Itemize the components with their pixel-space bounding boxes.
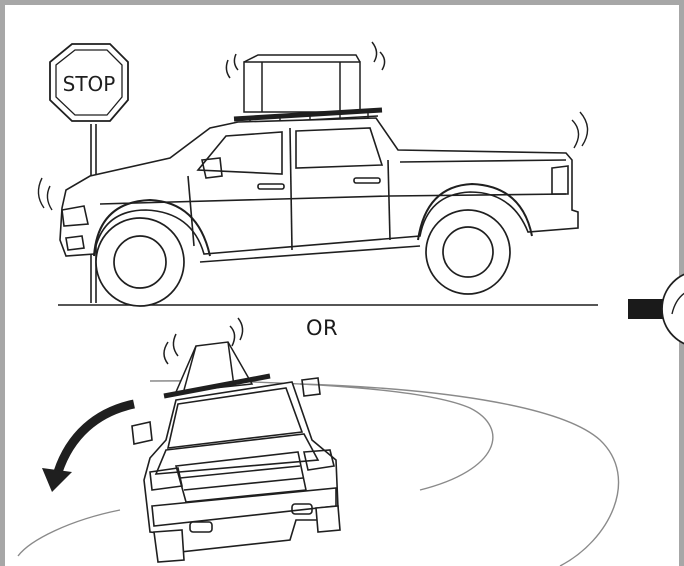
stop-sign-text: STOP: [63, 72, 116, 96]
truck-rear-wheel: [426, 210, 510, 294]
pickup-truck-front-icon: [132, 378, 340, 562]
side-reference-tab-icon: [628, 271, 684, 347]
or-separator-label: OR: [306, 316, 338, 340]
roof-cargo-front-icon: [164, 318, 270, 396]
curved-arrow-icon: [42, 404, 134, 492]
truck-front-wheel: [96, 218, 184, 306]
roof-cargo-box-icon: [226, 42, 384, 112]
